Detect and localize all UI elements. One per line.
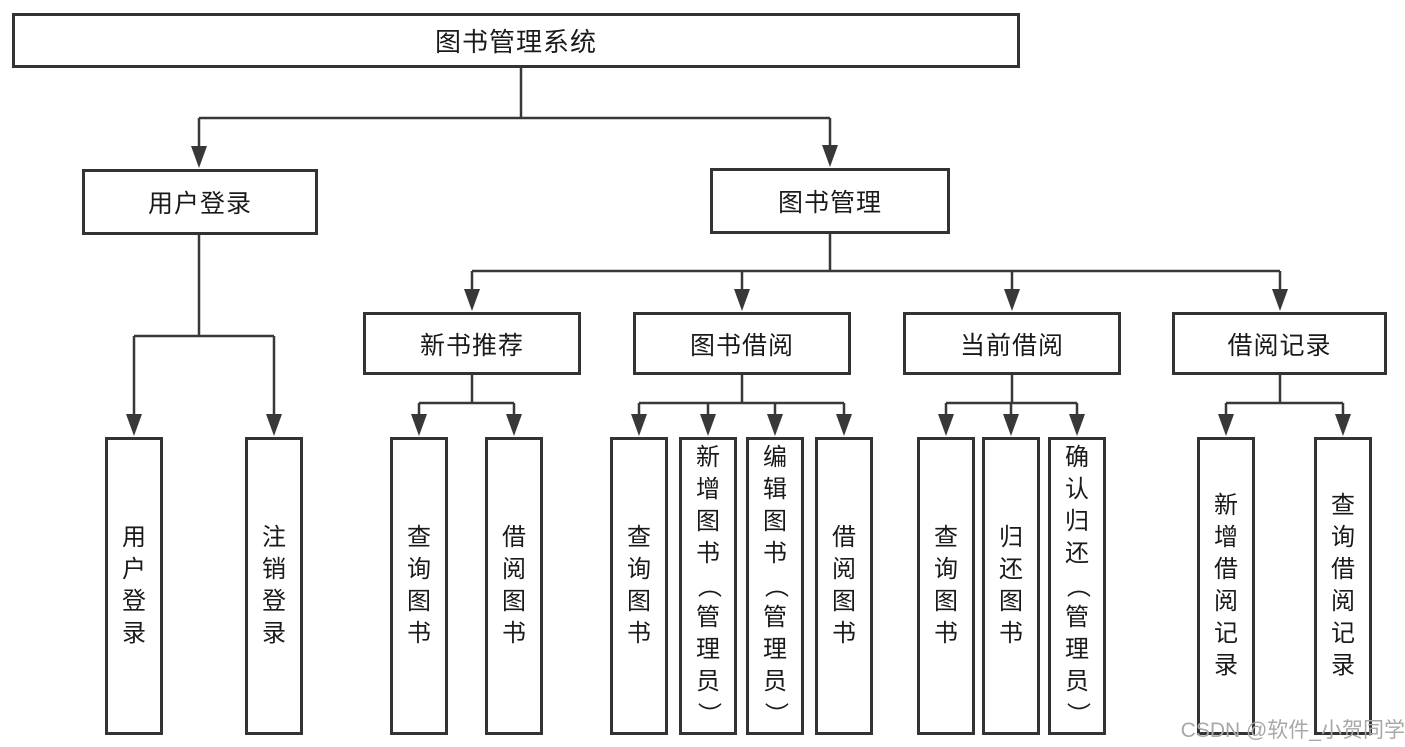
node-label: 新增图书（管理员） [695,444,722,726]
leaf-borrow-books-recommend: 借阅图书 [485,437,543,735]
leaf-edit-books-admin: 编辑图书（管理员） [746,437,804,735]
node-label: 查询借阅记录 [1331,492,1355,679]
node-borrowing-records: 借阅记录 [1172,312,1387,375]
leaf-return-books: 归还图书 [982,437,1040,735]
node-label: 借阅图书 [832,524,856,647]
node-label: 确认归还（管理员） [1064,444,1091,726]
node-label: 图书借阅 [689,331,794,360]
node-label: 新书推荐 [419,331,524,360]
node-book-management: 图书管理 [710,168,950,234]
node-new-book-recommend: 新书推荐 [363,312,581,375]
leaf-add-books-admin: 新增图书（管理员） [679,437,737,735]
leaf-add-borrow-record: 新增借阅记录 [1197,437,1255,735]
leaf-query-books-current: 查询图书 [917,437,975,735]
node-label: 查询图书 [627,524,651,647]
node-label: 借阅记录 [1227,331,1332,360]
node-book-borrowing: 图书借阅 [633,312,851,375]
node-label: 用户登录 [122,524,146,647]
csdn-watermark: CSDN @软件_小贺同学 [1180,719,1405,742]
node-current-borrowing: 当前借阅 [903,312,1121,375]
leaf-confirm-return-admin: 确认归还（管理员） [1048,437,1106,735]
leaf-borrow-books: 借阅图书 [815,437,873,735]
leaf-query-borrow-record: 查询借阅记录 [1314,437,1372,735]
node-library-management-system: 图书管理系统 [12,13,1020,68]
node-label: 查询图书 [934,524,958,647]
node-label: 图书管理系统 [434,27,597,57]
node-user-login: 用户登录 [82,169,318,235]
leaf-user-login: 用户登录 [105,437,163,735]
leaf-query-books: 查询图书 [610,437,668,735]
leaf-logout: 注销登录 [245,437,303,735]
node-label: 当前借阅 [959,331,1064,360]
leaf-query-books-recommend: 查询图书 [390,437,448,735]
node-label: 用户登录 [147,190,252,218]
node-label: 图书管理 [777,189,882,217]
node-label: 归还图书 [999,524,1023,647]
node-label: 新增借阅记录 [1214,492,1238,679]
node-label: 借阅图书 [502,524,526,647]
node-label: 编辑图书（管理员） [762,444,789,726]
node-label: 查询图书 [407,524,431,647]
node-label: 注销登录 [262,524,286,647]
